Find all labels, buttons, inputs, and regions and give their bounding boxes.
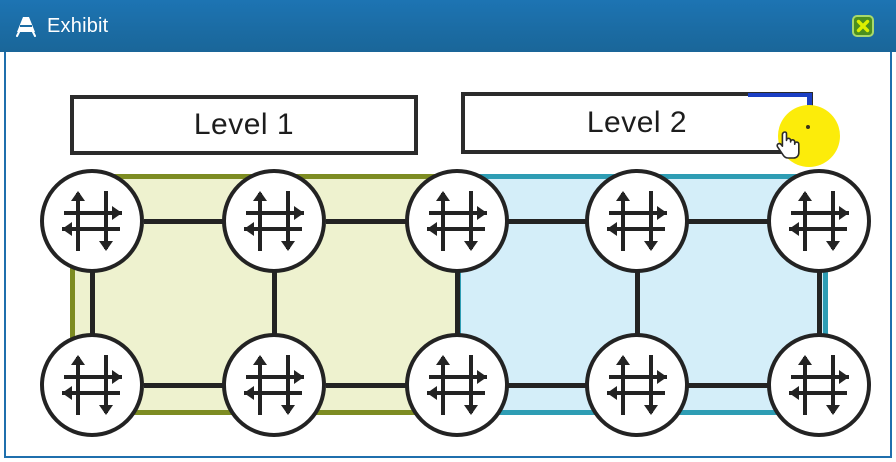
- router-r1[interactable]: [38, 167, 146, 275]
- link-r3-r8: [455, 270, 460, 348]
- router-r7[interactable]: [220, 331, 328, 439]
- link-r4-r5: [688, 219, 770, 224]
- router-r8[interactable]: [403, 331, 511, 439]
- router-r3[interactable]: [403, 167, 511, 275]
- link-r5-r10: [817, 270, 822, 348]
- level-2-selection-edge-top: [748, 93, 812, 97]
- level-1-label-box[interactable]: Level 1: [70, 95, 418, 155]
- link-r1-r2: [144, 219, 226, 224]
- link-r7-r8: [326, 383, 408, 388]
- exhibit-content: Level 1 Level 2: [4, 52, 892, 458]
- link-r3-r4: [508, 219, 588, 224]
- level-2-label: Level 2: [586, 106, 688, 139]
- level-2-label-box[interactable]: Level 2: [461, 92, 813, 154]
- link-r2-r3: [326, 219, 408, 224]
- level-1-label: Level 1: [193, 108, 295, 141]
- network-topology-diagram: Level 1 Level 2: [6, 52, 890, 454]
- title-bar-left: Exhibit: [14, 15, 108, 37]
- exhibit-easel-icon: [14, 15, 38, 37]
- title-bar: Exhibit: [0, 0, 896, 52]
- link-r1-r6: [90, 270, 95, 348]
- router-r6[interactable]: [38, 331, 146, 439]
- link-r4-r9: [635, 270, 640, 348]
- close-icon[interactable]: [852, 15, 874, 37]
- link-r2-r7: [272, 270, 277, 348]
- router-r9[interactable]: [583, 331, 691, 439]
- router-r10[interactable]: [765, 331, 873, 439]
- pointing-hand-cursor: [776, 130, 802, 162]
- router-r4[interactable]: [583, 167, 691, 275]
- link-r6-r7: [144, 383, 226, 388]
- router-r5[interactable]: [765, 167, 873, 275]
- router-r2[interactable]: [220, 167, 328, 275]
- link-r9-r10: [688, 383, 770, 388]
- window-title: Exhibit: [47, 15, 109, 37]
- click-point-dot: [806, 125, 810, 129]
- link-r8-r9: [508, 383, 588, 388]
